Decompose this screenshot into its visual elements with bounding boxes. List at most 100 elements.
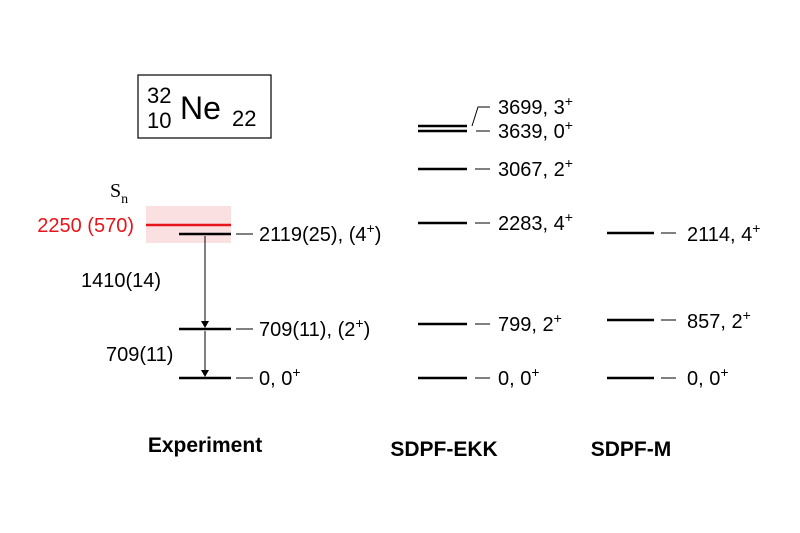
level-label: 857, 2+ <box>687 307 751 333</box>
level-separator: , <box>543 121 554 143</box>
level-separator: , <box>326 319 337 341</box>
level-label: 3639, 0+ <box>498 117 573 143</box>
level-separator: , <box>338 224 349 246</box>
transition-label: 709(11) <box>106 344 173 366</box>
level-709: 709(11), (2+) <box>179 315 370 341</box>
nucleus-symbol: Ne <box>180 90 221 126</box>
scheme-experiment: 2119(25), (4+) 709(11), (2+) 0, 0+ 1410(… <box>81 220 381 457</box>
level-label: 799, 2+ <box>498 310 562 336</box>
nucleus-atomic-number: 10 <box>147 108 171 133</box>
level-energy: 799 <box>498 314 531 336</box>
level-2283: 2283, 4+ <box>418 209 573 235</box>
level-parity: + <box>554 310 562 326</box>
transition-label: 1410(14) <box>81 270 161 292</box>
level-parity: + <box>565 155 573 171</box>
scheme-title-sdpf-m: SDPF-M <box>591 438 672 461</box>
level-label: 2283, 4+ <box>498 209 573 235</box>
level-spin: 4 <box>554 213 565 235</box>
transition-709: 709(11) <box>106 331 209 377</box>
level-3639: 3639, 0+ <box>418 117 573 143</box>
level-0: 0, 0+ <box>179 364 301 390</box>
level-2119: 2119(25), (4+) <box>179 220 381 246</box>
scheme-title-experiment: Experiment <box>148 434 262 457</box>
level-energy: 2283 <box>498 213 543 235</box>
level-separator: , <box>543 213 554 235</box>
separation-symbol-sub: n <box>121 192 128 207</box>
level-spin: 0 <box>520 368 531 390</box>
level-energy: 3067 <box>498 159 543 181</box>
separation-symbol: Sn <box>110 180 128 207</box>
level-bracket-close: ) <box>375 224 382 246</box>
nucleus-label: 32 10 Ne 22 <box>137 74 272 139</box>
level-parity: + <box>565 117 573 133</box>
level-separator: , <box>720 311 731 333</box>
scheme-title-sdpf-ekk: SDPF-EKK <box>390 438 497 461</box>
level-label: 0, 0+ <box>687 364 729 390</box>
level-tick <box>471 106 490 127</box>
level-bracket-close: ) <box>364 319 371 341</box>
level-parity: + <box>743 307 751 323</box>
arrow-head <box>201 370 209 377</box>
level-spin: 0 <box>281 368 292 390</box>
level-spin: 2 <box>344 319 355 341</box>
separation-value: 2250 (570) <box>37 215 134 237</box>
transition-1410: 1410(14) <box>81 236 209 328</box>
level-0: 0, 0+ <box>418 364 540 390</box>
level-parity: + <box>565 93 573 109</box>
level-spin: 2 <box>543 314 554 336</box>
level-label: 3699, 3+ <box>498 93 573 119</box>
level-label: 2114, 4+ <box>687 220 760 246</box>
level-spin: 0 <box>709 368 720 390</box>
level-energy: 0 <box>498 368 509 390</box>
level-separator: , <box>531 314 542 336</box>
level-separator: , <box>270 368 281 390</box>
level-857: 857, 2+ <box>607 307 751 333</box>
level-spin: 2 <box>554 159 565 181</box>
nucleus-box <box>137 74 272 139</box>
level-3699: 3699, 3+ <box>418 93 573 128</box>
level-label: 3067, 2+ <box>498 155 573 181</box>
level-spin: 3 <box>554 97 565 119</box>
level-bracket-open: ( <box>338 319 345 341</box>
level-parity: + <box>565 209 573 225</box>
level-parity: + <box>355 315 363 331</box>
scheme-sdpf-ekk: 3699, 3+ 3639, 0+ 3067, 2+ 2283, 4+ 799,… <box>390 93 573 461</box>
level-separator: , <box>698 368 709 390</box>
level-799: 799, 2+ <box>418 310 562 336</box>
level-separator: , <box>730 224 741 246</box>
level-2114: 2114, 4+ <box>607 220 760 246</box>
level-parity: + <box>367 220 375 236</box>
nucleus-neutron-number: 22 <box>232 106 256 131</box>
level-parity: + <box>720 364 728 380</box>
level-parity: + <box>752 220 760 236</box>
level-0: 0, 0+ <box>607 364 729 390</box>
level-separator: , <box>543 159 554 181</box>
level-energy: 2114 <box>687 224 730 246</box>
level-spin: 2 <box>732 311 743 333</box>
level-spin: 4 <box>741 224 752 246</box>
level-label: 0, 0+ <box>259 364 301 390</box>
level-3067: 3067, 2+ <box>418 155 573 181</box>
level-spin: 4 <box>355 224 366 246</box>
level-energy: 2119(25) <box>259 224 338 246</box>
level-energy: 3699 <box>498 97 543 119</box>
level-parity: + <box>531 364 539 380</box>
separation-energy: Sn 2250 (570) <box>37 180 231 243</box>
level-energy: 857 <box>687 311 720 333</box>
level-energy: 3639 <box>498 121 543 143</box>
level-energy: 709(11) <box>259 319 326 341</box>
nucleus-mass-number: 32 <box>147 83 171 108</box>
arrow-head <box>201 321 209 328</box>
level-separator: , <box>543 97 554 119</box>
level-energy: 0 <box>687 368 698 390</box>
level-label: 2119(25), (4+) <box>259 220 381 246</box>
level-label: 0, 0+ <box>498 364 540 390</box>
level-separator: , <box>509 368 520 390</box>
separation-symbol-main: S <box>110 180 121 202</box>
level-label: 709(11), (2+) <box>259 315 370 341</box>
level-bracket-open: ( <box>349 224 356 246</box>
scheme-sdpf-m: 2114, 4+ 857, 2+ 0, 0+ SDPF-M <box>591 220 761 461</box>
level-spin: 0 <box>554 121 565 143</box>
level-parity: + <box>292 364 300 380</box>
